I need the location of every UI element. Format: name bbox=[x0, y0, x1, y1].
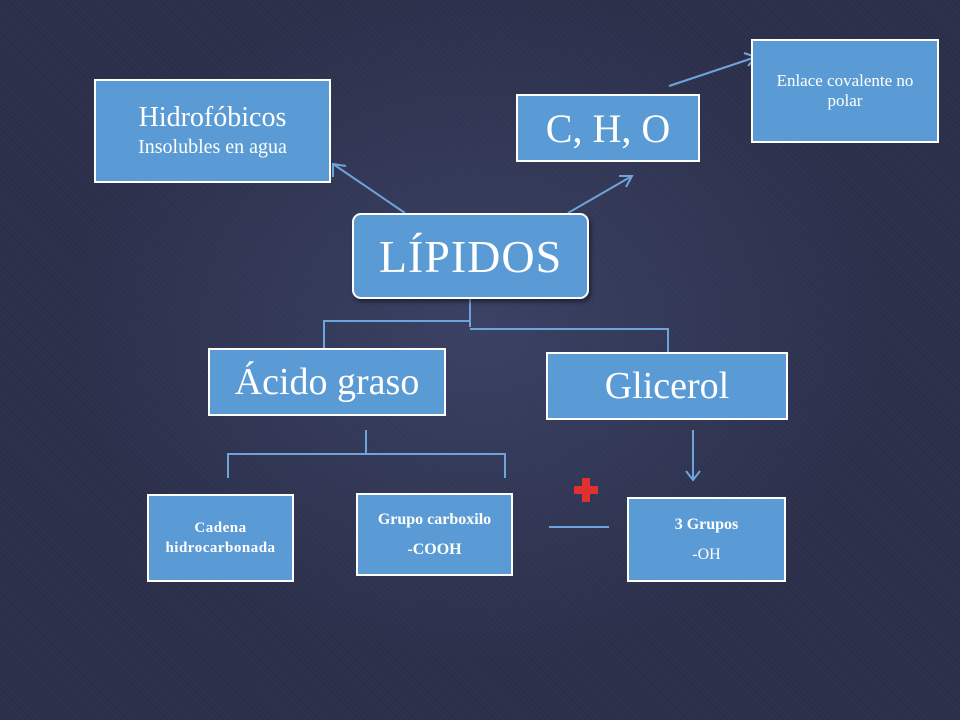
arrowhead-grupos bbox=[685, 470, 701, 482]
arrowhead-cho bbox=[619, 175, 634, 188]
node-hidrofobicos-title: Hidrofóbicos bbox=[138, 102, 287, 133]
node-lipidos: LÍPIDOS bbox=[352, 213, 589, 299]
plus-icon bbox=[574, 478, 598, 502]
node-grupos: 3 Grupos -OH bbox=[627, 497, 786, 582]
connector-acido-cadena bbox=[227, 453, 366, 478]
arrow-lipidos-hidrofobicos bbox=[332, 163, 406, 214]
arrow-lipidos-cho bbox=[567, 175, 633, 214]
arrow-cho-enlace bbox=[668, 56, 757, 87]
node-cadena: Cadena hidrocarbonada bbox=[147, 494, 294, 582]
connector-lipidos-acido bbox=[323, 320, 470, 348]
node-carboxilo-line2: -COOH bbox=[407, 540, 462, 558]
node-acido-graso-label: Ácido graso bbox=[234, 361, 420, 403]
arrowhead-hidrofobicos bbox=[332, 162, 347, 177]
node-cho-label: C, H, O bbox=[545, 105, 671, 151]
node-cadena-label: Cadena hidrocarbonada bbox=[165, 520, 276, 556]
node-grupos-line2: -OH bbox=[692, 545, 721, 563]
node-carboxilo: Grupo carboxilo -COOH bbox=[356, 493, 513, 576]
node-glicerol: Glicerol bbox=[546, 352, 788, 420]
node-hidrofobicos: Hidrofóbicos Insolubles en agua bbox=[94, 79, 331, 183]
node-grupos-line1: 3 Grupos bbox=[674, 515, 739, 533]
connector-acido-carboxilo bbox=[366, 453, 506, 478]
node-cho: C, H, O bbox=[516, 94, 700, 162]
node-enlace-label: Enlace covalente no polar bbox=[776, 71, 914, 110]
connector-lipidos-glicerol bbox=[470, 328, 669, 352]
node-carboxilo-line1: Grupo carboxilo bbox=[377, 510, 492, 528]
node-hidrofobicos-subtitle: Insolubles en agua bbox=[138, 136, 287, 158]
node-lipidos-label: LÍPIDOS bbox=[378, 230, 563, 282]
node-glicerol-label: Glicerol bbox=[604, 365, 730, 407]
node-acido-graso: Ácido graso bbox=[208, 348, 446, 416]
node-enlace: Enlace covalente no polar bbox=[751, 39, 939, 143]
